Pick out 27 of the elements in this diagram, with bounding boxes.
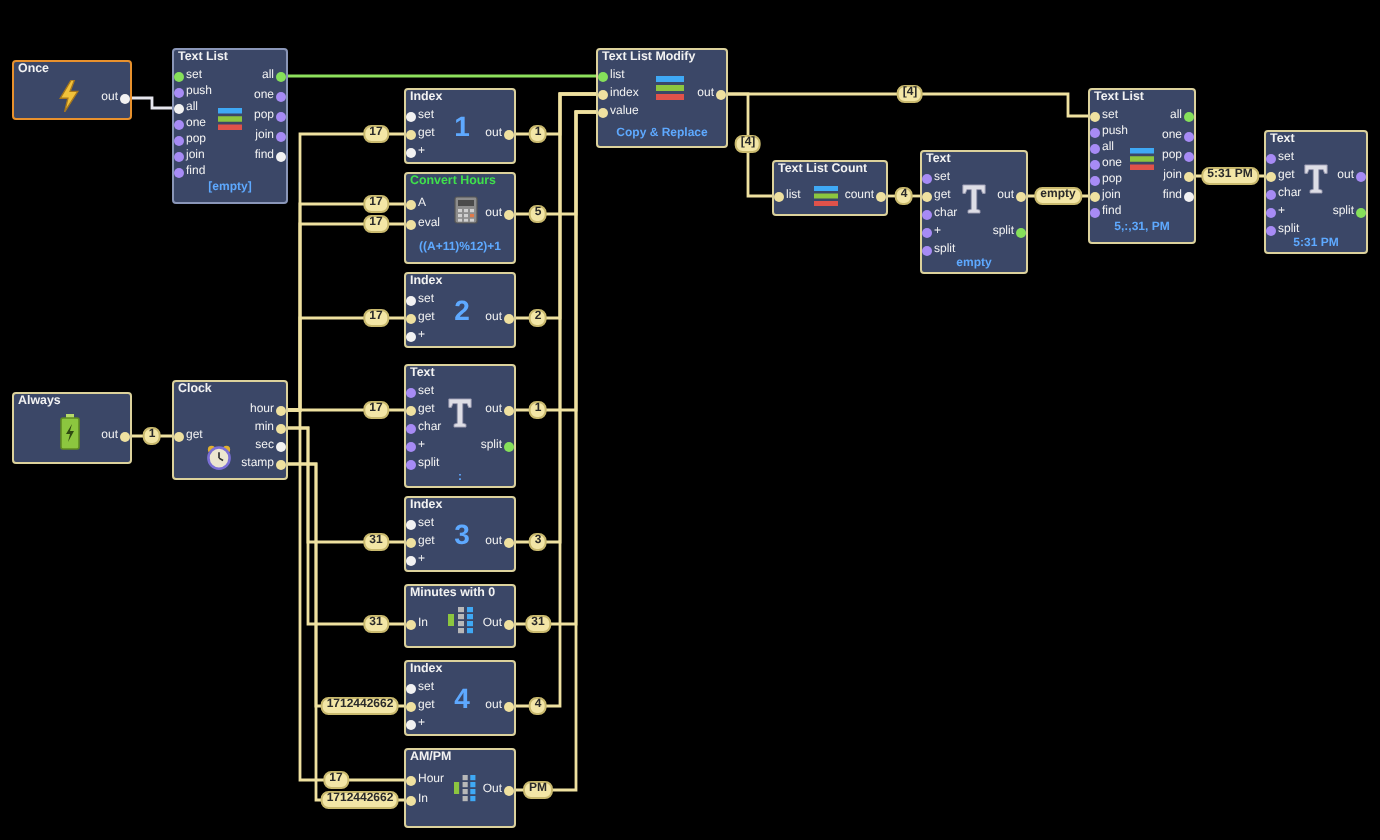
node-card xyxy=(772,160,888,216)
index-number: 3 xyxy=(454,520,470,548)
index-number: 1 xyxy=(454,112,470,140)
node-card xyxy=(404,88,516,164)
wire xyxy=(132,96,172,110)
node-card xyxy=(404,272,516,348)
node-card xyxy=(12,392,132,464)
wire xyxy=(288,408,404,782)
node-card xyxy=(172,380,288,480)
index-number: 2 xyxy=(454,296,470,324)
node-card xyxy=(404,660,516,736)
wire xyxy=(728,92,772,198)
node-card xyxy=(404,172,516,264)
node-card xyxy=(1264,130,1368,254)
node-card xyxy=(404,364,516,488)
node-card xyxy=(596,48,728,148)
node-card xyxy=(12,60,132,120)
node-card xyxy=(920,150,1028,274)
wire xyxy=(288,74,596,78)
node-card xyxy=(404,584,516,648)
wire xyxy=(888,194,920,198)
node-card xyxy=(404,748,516,828)
node-card xyxy=(172,48,288,204)
node-card xyxy=(1088,88,1196,244)
node-card xyxy=(404,496,516,572)
wire xyxy=(288,426,404,626)
index-number: 4 xyxy=(454,684,470,712)
